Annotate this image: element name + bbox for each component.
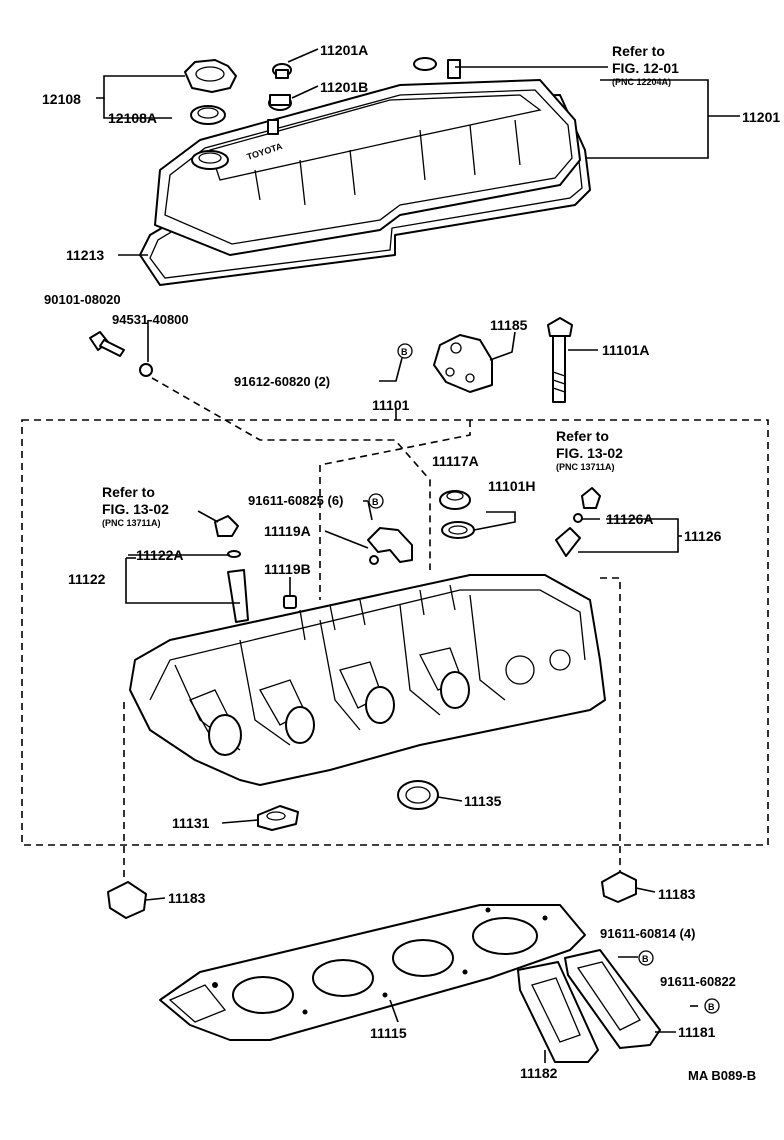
reference-note-fig-13-02-left: Refer to FIG. 13-02 (PNC 13711A) bbox=[102, 484, 169, 528]
label-11182: 11182 bbox=[520, 1065, 558, 1081]
cylinder-head-subassembly-box bbox=[21, 419, 769, 846]
label-91611-60822: 91611-60822 bbox=[660, 974, 736, 989]
bolt-marker-b-3: B bbox=[638, 950, 654, 966]
label-11183-left: 11183 bbox=[168, 890, 206, 906]
valve-cover: TOYOTA bbox=[154, 57, 581, 256]
label-11119B: 11119B bbox=[264, 561, 311, 577]
reference-note-fig-13-02-right: Refer to FIG. 13-02 (PNC 13711A) bbox=[556, 428, 623, 472]
svg-text:FIG. 12-01: FIG. 12-01 bbox=[612, 60, 679, 76]
cover-grommet bbox=[268, 94, 292, 111]
label-11122: 11122 bbox=[68, 571, 106, 587]
label-11135: 11135 bbox=[464, 793, 502, 809]
label-91612-60820: 91612-60820 (2) bbox=[234, 374, 330, 389]
camshaft-oil-seal bbox=[397, 780, 439, 810]
label-91611-60825: 91611-60825 (6) bbox=[248, 493, 343, 508]
label-11201A: 11201A bbox=[320, 42, 368, 58]
stud-plug bbox=[214, 515, 239, 537]
svg-text:B: B bbox=[642, 954, 649, 964]
svg-text:B: B bbox=[708, 1002, 715, 1012]
svg-text:B: B bbox=[372, 497, 379, 507]
svg-text:Refer to: Refer to bbox=[102, 484, 155, 500]
label-11185: 11185 bbox=[490, 317, 528, 333]
cylinder-head bbox=[129, 574, 606, 786]
manifold-gasket-11181 bbox=[564, 949, 661, 1049]
cylinder-head-bolt bbox=[547, 317, 573, 403]
svg-text:(PNC 13711A): (PNC 13711A) bbox=[102, 518, 161, 528]
reference-note-fig-12-01: Refer to FIG. 12-01 (PNC 12204A) bbox=[612, 43, 679, 87]
part-labels: 12108 12108A 11201A 11201B 11201 11213 9… bbox=[42, 42, 780, 1083]
svg-text:B: B bbox=[401, 347, 408, 357]
cylinder-head-gasket bbox=[159, 904, 586, 1041]
svg-text:Refer to: Refer to bbox=[556, 428, 609, 444]
spark-plug-tube bbox=[555, 487, 601, 557]
label-11131: 11131 bbox=[172, 815, 210, 831]
valve-stem-oil-seal bbox=[439, 490, 471, 510]
gasket-washer bbox=[139, 363, 153, 377]
assembly-dashed-lines bbox=[123, 377, 621, 882]
leader-lines bbox=[96, 48, 740, 1063]
label-11181: 11181 bbox=[678, 1024, 716, 1040]
label-11126A: 11126A bbox=[606, 511, 654, 527]
label-11119A: 11119A bbox=[264, 523, 311, 539]
label-11201: 11201 bbox=[742, 109, 780, 125]
expansion-plug-right bbox=[601, 871, 637, 903]
label-12108: 12108 bbox=[42, 91, 81, 107]
oil-filler-cap bbox=[184, 59, 237, 93]
expansion-plug-left bbox=[107, 881, 147, 919]
label-90101-08020: 90101-08020 bbox=[44, 292, 121, 307]
manifold-gasket-11182 bbox=[517, 961, 599, 1063]
svg-text:FIG. 13-02: FIG. 13-02 bbox=[102, 501, 169, 517]
svg-text:FIG. 13-02: FIG. 13-02 bbox=[556, 445, 623, 461]
label-11122A: 11122A bbox=[136, 547, 184, 563]
label-11213: 11213 bbox=[66, 247, 104, 263]
spark-plug-tube-gasket bbox=[257, 805, 299, 831]
drawing-code: MA B089-B bbox=[688, 1068, 756, 1083]
svg-text:(PNC 13711A): (PNC 13711A) bbox=[556, 462, 615, 472]
label-11126: 11126 bbox=[684, 528, 722, 544]
union-bolt bbox=[89, 331, 125, 357]
straight-pin bbox=[283, 595, 297, 609]
label-94531-40800: 94531-40800 bbox=[112, 312, 189, 327]
label-12108A: 12108A bbox=[108, 110, 157, 126]
valve-guide-bush bbox=[227, 550, 249, 623]
label-91611-60814: 91611-60814 (4) bbox=[600, 926, 695, 941]
label-11101: 11101 bbox=[372, 397, 410, 413]
svg-text:(PNC 12204A): (PNC 12204A) bbox=[612, 77, 671, 87]
camshaft-bearing-cap bbox=[367, 527, 413, 565]
svg-text:Refer to: Refer to bbox=[612, 43, 665, 59]
label-11101A: 11101A bbox=[602, 342, 650, 358]
valve-spring-seat bbox=[441, 521, 475, 539]
bolt-marker-b-1: B bbox=[397, 343, 413, 359]
engine-hanger-bracket bbox=[433, 334, 493, 393]
filler-cap-gasket bbox=[190, 105, 226, 125]
label-11115: 11115 bbox=[370, 1025, 407, 1041]
label-11101H: 11101H bbox=[488, 478, 536, 494]
bolt-marker-b-2: B bbox=[368, 493, 384, 509]
bolt-marker-b-4: B bbox=[704, 998, 720, 1014]
label-11201B: 11201B bbox=[320, 79, 368, 95]
label-11183-right: 11183 bbox=[658, 886, 696, 902]
cover-seal-washer bbox=[272, 63, 292, 79]
label-11117A: 11117A bbox=[432, 453, 479, 469]
